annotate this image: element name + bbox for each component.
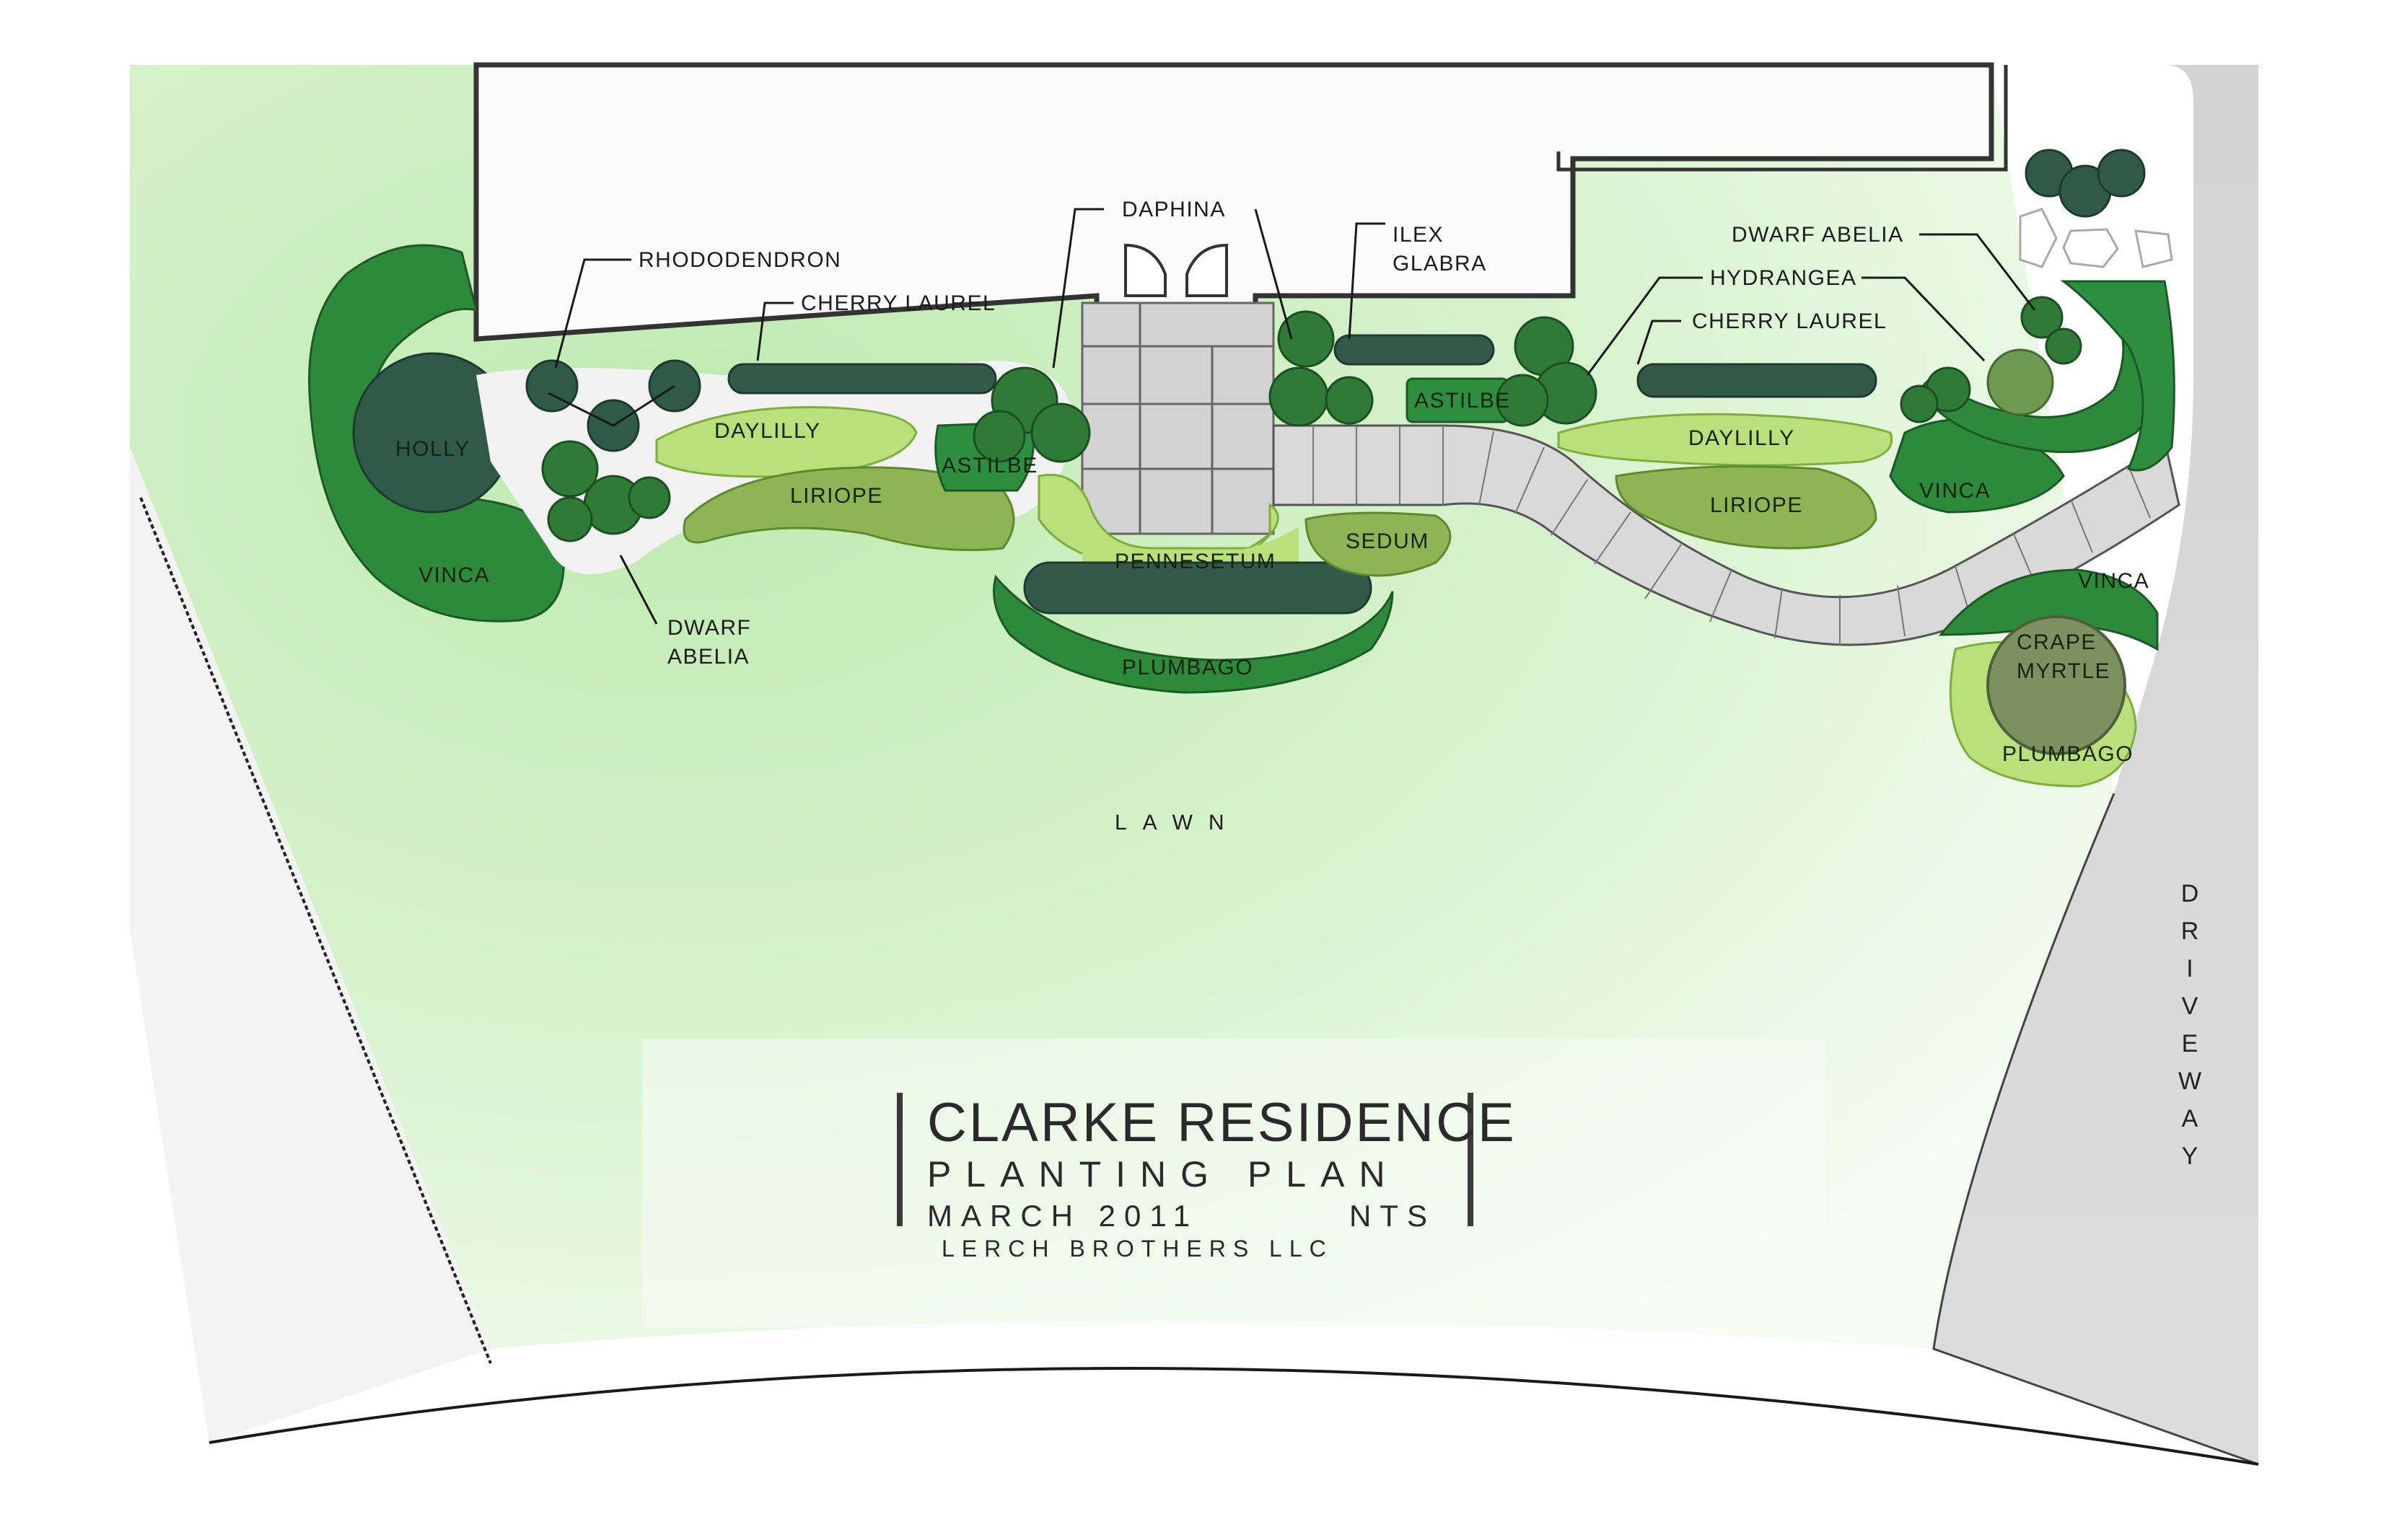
label-sedum: SEDUM — [1346, 529, 1429, 553]
label-dwarf-abelia-line1: DWARF — [667, 616, 751, 640]
label-holly: HOLLY — [395, 437, 470, 461]
label-lawn: LAWN — [1115, 811, 1240, 835]
label-cherry-laurel-right: CHERRY LAUREL — [1692, 309, 1887, 333]
crape-myrtle-tree — [1986, 615, 2126, 755]
left-property-line — [139, 497, 492, 1364]
daylilly-bed-left — [655, 406, 918, 478]
stone-landing — [1081, 302, 1275, 535]
top-corner-shrubs — [2025, 149, 2146, 218]
driveway-letter: D — [2181, 880, 2199, 907]
dwarf-abelia-shrubs-left — [541, 440, 671, 542]
label-dwarf-abelia-line2: ABELIA — [667, 645, 750, 669]
ilex-glabra-shrubs — [1268, 310, 1374, 427]
title-name: CLARKE RESIDENCE — [927, 1092, 1517, 1153]
driveway-edge — [1932, 793, 2259, 1466]
label-daylilly-left: DAYLILLY — [714, 419, 821, 443]
entry-doors — [1124, 243, 1228, 297]
driveway-letter: W — [2178, 1068, 2201, 1095]
label-cherry-laurel-left: CHERRY LAUREL — [801, 291, 996, 315]
label-daphina: DAPHINA — [1122, 198, 1226, 221]
lawn-bottom-edge — [209, 1367, 2259, 1466]
label-liriope-left: LIRIOPE — [790, 484, 883, 508]
label-hydrangea: HYDRANGEA — [1710, 266, 1857, 290]
title-subtitle: PLANTING PLAN — [927, 1154, 1400, 1194]
stepping-stones — [2019, 208, 2173, 268]
corner-vinca-strip — [2060, 280, 2175, 472]
pennesetum-hedge-center — [1023, 561, 1372, 615]
label-dwarf-abelia-right: DWARF ABELIA — [1732, 223, 1904, 247]
driveway-letter: I — [2186, 955, 2193, 982]
label-pennesetum: PENNESETUM — [1115, 550, 1276, 573]
label-crape-line1: CRAPE — [2017, 630, 2097, 654]
label-vinca-right: VINCA — [1919, 479, 1991, 503]
label-plumbago-center: PLUMBAGO — [1122, 656, 1253, 679]
driveway-letter: A — [2182, 1105, 2198, 1132]
driveway-letter: R — [2181, 918, 2199, 945]
daylilly-bed-right — [1557, 413, 1893, 467]
title-block-background — [642, 1039, 1825, 1327]
label-vinca-left: VINCA — [418, 563, 490, 587]
title-date: MARCH 2011 — [927, 1199, 1198, 1233]
walkway-joints — [1312, 426, 2151, 646]
daphina-shrub — [973, 366, 1091, 463]
liriope-bed-right — [1615, 465, 1877, 550]
label-ilex-line1: ILEX — [1393, 223, 1444, 247]
ilex-hedge — [1333, 334, 1495, 366]
driveway-letter: Y — [2182, 1143, 2198, 1170]
driveway-letter: E — [2182, 1030, 2198, 1057]
label-astilbe-right: ASTILBE — [1414, 389, 1511, 413]
plumbago-bed-center — [993, 574, 1394, 694]
cherry-laurel-hedge-right — [1636, 363, 1877, 398]
walkway — [1272, 424, 2180, 646]
cherry-laurel-hedge-left — [727, 363, 997, 395]
leader-lines — [548, 208, 2036, 625]
label-astilbe-left: ASTILBE — [942, 454, 1038, 478]
sedum-bed — [1304, 511, 1452, 577]
label-vinca-corner: VINCA — [2078, 569, 2149, 593]
driveway-letter: V — [2182, 993, 2198, 1020]
house-footprint — [473, 62, 1994, 353]
title-scale: NTS — [1349, 1199, 1436, 1233]
label-ilex-line2: GLABRA — [1393, 252, 1487, 276]
house-wall-step — [1556, 65, 2008, 172]
hydrangea-shrub — [1496, 316, 1597, 427]
label-rhododendron: RHODODENDRON — [639, 248, 841, 272]
label-plumbago-corner: PLUMBAGO — [2002, 742, 2134, 766]
hydrangea-accent-shrub — [1986, 348, 2054, 416]
liriope-bed-left — [683, 466, 1015, 551]
left-boundary-strip — [130, 447, 491, 1443]
driveway — [1934, 65, 2258, 1464]
label-crape-line2: MYRTLE — [2017, 659, 2110, 683]
dwarf-abelia-shrubs-right — [1900, 296, 2082, 423]
label-daylilly-right: DAYLILLY — [1688, 426, 1795, 450]
label-liriope-right: LIRIOPE — [1710, 493, 1803, 517]
title-firm: LERCH BROTHERS LLC — [942, 1236, 1333, 1262]
